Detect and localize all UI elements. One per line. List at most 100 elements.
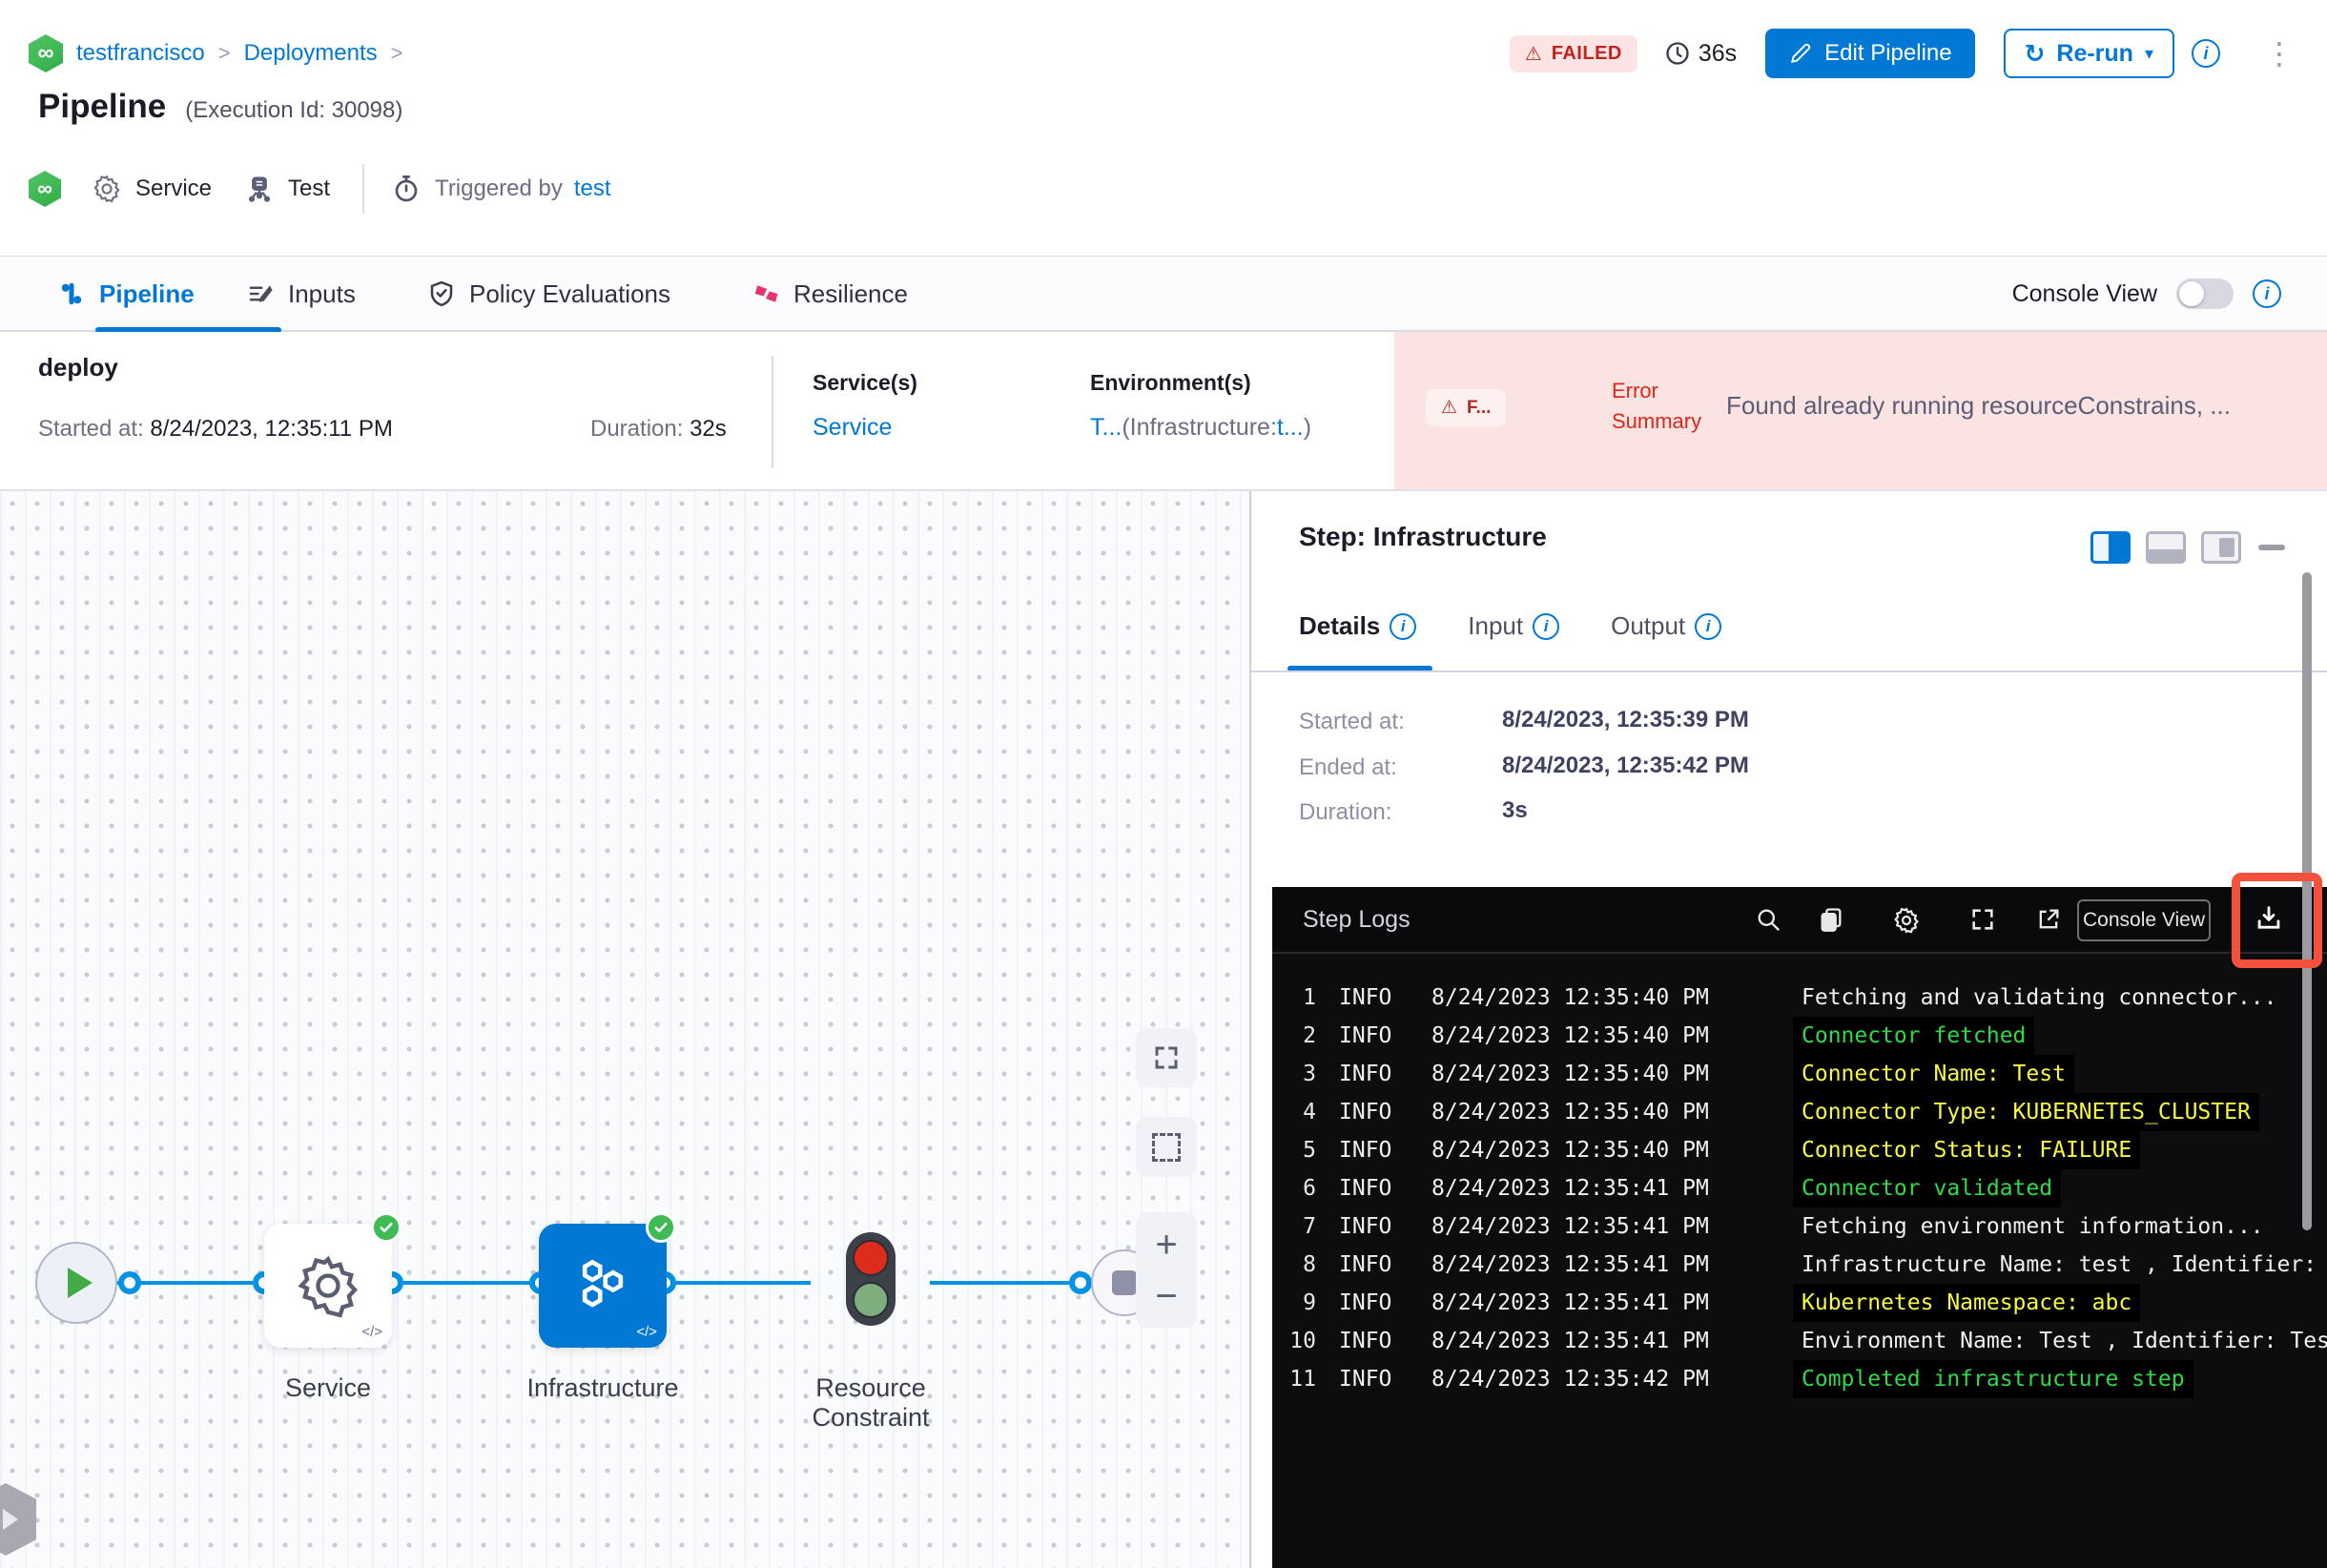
more-options-button[interactable]: ⋮ (2264, 36, 2295, 71)
log-time: 8/24/2023 12:35:41 PM (1431, 1214, 1709, 1239)
log-level: INFO (1339, 1023, 1392, 1048)
console-view-toggle[interactable] (2176, 279, 2234, 309)
panel-scrollbar[interactable] (2302, 572, 2312, 1230)
zoom-out-button[interactable]: − (1155, 1274, 1178, 1317)
meta-row: ∞ Service Test Triggered by test (29, 164, 611, 214)
rerun-button[interactable]: ↻ Re-run ▾ (2003, 29, 2174, 78)
breadcrumb-project-link[interactable]: testfrancisco (76, 40, 205, 66)
log-settings-gear-icon[interactable] (1892, 906, 1921, 935)
log-level: INFO (1339, 1290, 1392, 1315)
download-logs-icon[interactable] (2253, 902, 2285, 935)
log-fullscreen-icon[interactable] (1969, 906, 1996, 933)
log-time: 8/24/2023 12:35:41 PM (1431, 1290, 1709, 1315)
layout-floating-button[interactable] (2201, 531, 2241, 564)
node-infrastructure[interactable]: </> (539, 1212, 676, 1348)
node-resource-constraint[interactable] (846, 1232, 896, 1326)
log-level: INFO (1339, 1329, 1392, 1353)
expand-panel-handle[interactable] (0, 1483, 36, 1556)
pipeline-tab-icon (61, 282, 82, 305)
step-details-panel: Step: Infrastructure Details i Input i O… (1249, 491, 2327, 1568)
input-info-icon[interactable]: i (1533, 612, 1560, 640)
breadcrumb: ∞ testfrancisco > Deployments > (29, 34, 403, 72)
log-message: Connector Type: KUBERNETES_CLUSTER (1793, 1093, 2259, 1131)
log-level: INFO (1339, 1176, 1392, 1201)
environment-value[interactable]: T...(Infrastructure:t...) (1090, 414, 1311, 442)
port (1069, 1271, 1092, 1294)
log-line-number: 6 (1303, 1176, 1316, 1201)
error-label-line1: Error (1612, 379, 1658, 402)
log-line-number: 7 (1303, 1214, 1316, 1239)
trigger-user-link[interactable]: test (573, 175, 611, 201)
tab-policy-evaluations[interactable]: Policy Evaluations (427, 257, 670, 331)
log-line-number: 1 (1303, 985, 1316, 1010)
canvas-select-button[interactable] (1136, 1117, 1197, 1177)
log-message: Connector Status: FAILURE (1793, 1131, 2141, 1169)
tab-details[interactable]: Details i (1299, 611, 1417, 641)
tab-pipeline-label: Pipeline (99, 279, 195, 308)
minimize-panel-button[interactable] (2258, 545, 2285, 550)
started-value: 8/24/2023, 12:35:11 PM (150, 416, 393, 442)
inputs-tab-icon (249, 285, 273, 302)
service-link[interactable]: Service (813, 414, 893, 441)
log-line-number: 11 (1289, 1367, 1316, 1392)
environment-link[interactable]: T... (1090, 414, 1122, 441)
tab-details-label: Details (1299, 611, 1381, 640)
detail-started-value: 8/24/2023, 12:35:39 PM (1502, 707, 1749, 732)
node-service[interactable]: </> (264, 1212, 402, 1348)
warning-icon: ⚠ (1441, 398, 1458, 418)
log-time: 8/24/2023 12:35:40 PM (1431, 985, 1709, 1010)
console-view-info-icon[interactable]: i (2253, 279, 2281, 308)
stage-duration: Duration: 32s (590, 416, 727, 443)
pipeline-graph-canvas[interactable]: </> </> Service Infrastructure Resource … (0, 491, 1249, 1568)
detail-ended-label: Ended at: (1299, 754, 1397, 780)
log-level: INFO (1339, 1062, 1392, 1086)
tab-inputs[interactable]: Inputs (246, 257, 356, 331)
tab-input[interactable]: Input i (1468, 611, 1560, 641)
canvas-zoom-controls: + − (1136, 1212, 1197, 1328)
console-view-label: Console View (2011, 279, 2157, 307)
console-view-button[interactable]: Console View (2077, 899, 2211, 941)
step-logs-header: Step Logs Console View (1272, 887, 2327, 954)
rerun-info-icon[interactable]: i (2192, 39, 2220, 68)
infrastructure-link[interactable]: t... (1276, 414, 1304, 441)
open-in-new-icon[interactable] (2035, 906, 2062, 933)
pencil-icon (1791, 43, 1811, 63)
details-info-icon[interactable]: i (1390, 612, 1417, 640)
layout-split-right-button[interactable] (2090, 531, 2131, 564)
log-level: INFO (1339, 1367, 1392, 1392)
fullscreen-icon (1155, 1046, 1178, 1069)
execution-id: (Execution Id: 30098) (185, 97, 403, 123)
detail-duration-label: Duration: (1299, 799, 1392, 825)
tab-resilience[interactable]: Resilience (752, 257, 908, 331)
clock-icon (1666, 42, 1689, 65)
layout-bottom-button[interactable] (2146, 531, 2186, 564)
page-title: Pipeline (38, 88, 167, 125)
edit-pipeline-button[interactable]: Edit Pipeline (1765, 29, 1975, 78)
zoom-in-button[interactable]: + (1155, 1223, 1178, 1266)
log-message: Completed infrastructure step (1793, 1360, 2193, 1398)
canvas-fullscreen-button[interactable] (1136, 1028, 1197, 1087)
log-time: 8/24/2023 12:35:41 PM (1431, 1176, 1709, 1201)
copy-icon[interactable] (1818, 906, 1844, 933)
log-line-number: 5 (1303, 1138, 1316, 1163)
duration-value: 32s (690, 416, 727, 442)
stop-icon (1112, 1270, 1137, 1295)
status-badge-label: FAILED (1551, 42, 1622, 64)
output-info-icon[interactable]: i (1695, 612, 1722, 640)
start-node[interactable] (35, 1242, 117, 1324)
step-logs-console: Step Logs Console View (1272, 887, 2327, 1568)
traffic-green-light (853, 1282, 889, 1318)
search-icon[interactable] (1755, 906, 1781, 933)
view-tabbar: Pipeline Inputs Policy Evaluations Resil… (0, 256, 2327, 333)
breadcrumb-deployments-link[interactable]: Deployments (243, 40, 378, 66)
stage-name: deploy (38, 353, 118, 382)
tab-output[interactable]: Output i (1611, 611, 1722, 641)
tab-pipeline[interactable]: Pipeline (57, 257, 281, 333)
log-level: INFO (1339, 985, 1392, 1010)
node-service-label: Service (284, 1373, 372, 1402)
